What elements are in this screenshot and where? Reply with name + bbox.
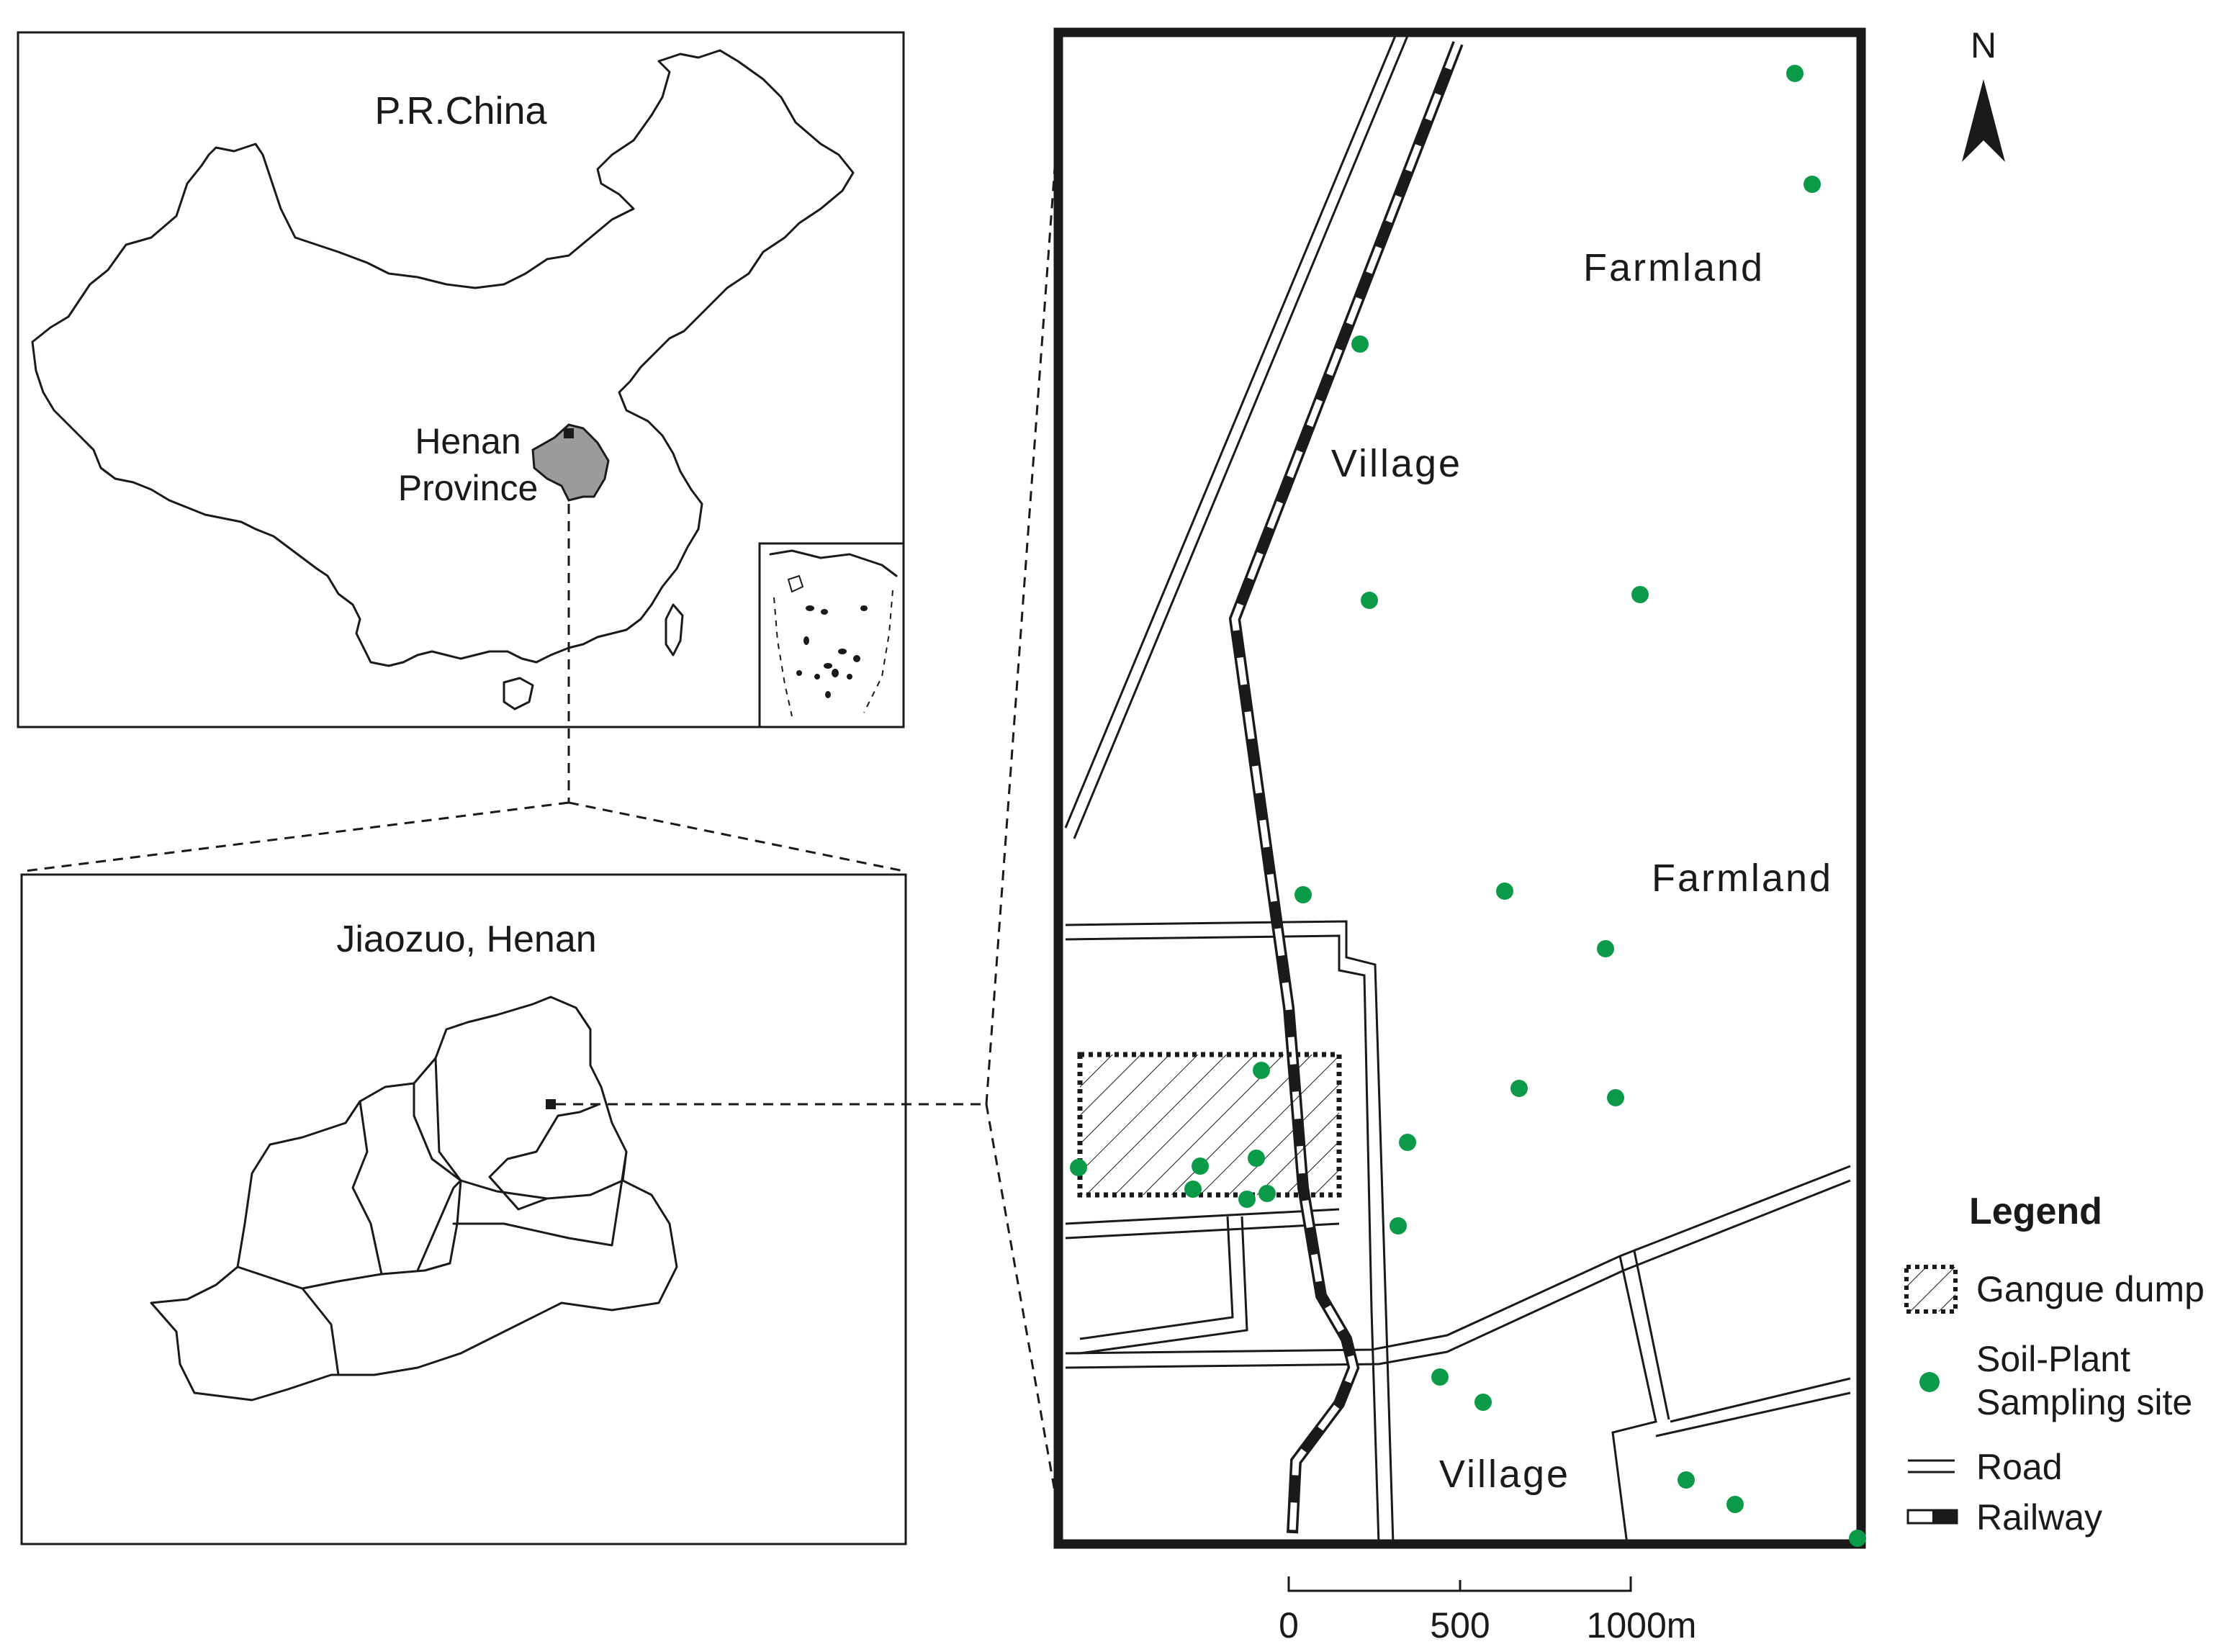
legend-railway-label: Railway — [1976, 1497, 2102, 1538]
sampling-site-dot — [1431, 1368, 1449, 1386]
jiaozuo-map-title: Jiaozuo, Henan — [336, 918, 596, 960]
jiaozuo-map-frame — [20, 873, 907, 1545]
sampling-site-dot-icon — [1919, 1372, 1940, 1392]
study-area-marker — [546, 1099, 556, 1109]
china-overview-map: P.R.China Henan Province — [17, 31, 905, 728]
sampling-site-dot — [1390, 1217, 1407, 1235]
sampling-site-dot — [1607, 1089, 1624, 1106]
legend-sampling-label-line1: Soil-Plant — [1976, 1339, 2130, 1379]
china-map-frame — [17, 31, 905, 728]
inset-frame — [758, 542, 905, 728]
study-area-frame — [1053, 27, 1866, 1549]
farmland-north-label: Farmland — [1583, 246, 1765, 289]
sampling-site-dot — [1238, 1191, 1256, 1208]
china-map-title: P.R.China — [374, 89, 547, 132]
gangue-dump-swatch-icon — [1904, 1265, 1958, 1314]
scale-tick-0: 0 — [1279, 1605, 1299, 1646]
china-to-jiaozuo-connector — [24, 504, 904, 872]
sampling-site-dot — [1070, 1159, 1087, 1176]
sampling-site-dot — [1597, 940, 1614, 957]
railway-line — [1228, 41, 1464, 1534]
henan-label-line2: Province — [398, 468, 539, 508]
sampling-site-dot — [1474, 1394, 1492, 1411]
sampling-site-dot — [1726, 1496, 1744, 1513]
village-north-label: Village — [1331, 442, 1462, 485]
scale-bar: 0 500 1000m — [1279, 1576, 1696, 1646]
henan-province-shape — [531, 423, 610, 502]
village-south-label: Village — [1439, 1453, 1570, 1496]
legend-title: Legend — [1969, 1191, 2102, 1232]
sampling-site-dot — [1510, 1080, 1528, 1097]
scale-tick-1000: 1000m — [1587, 1605, 1697, 1646]
sampling-site-dot — [1253, 1062, 1270, 1079]
hainan-island — [503, 677, 534, 710]
inset-boundary-west — [773, 597, 793, 717]
county-boundaries — [236, 1057, 628, 1376]
road-network — [1064, 32, 1851, 1545]
sampling-site-dot — [1258, 1185, 1276, 1202]
sampling-sites — [1070, 65, 1866, 1547]
north-label: N — [1971, 25, 1996, 66]
jiaozuo-outline — [150, 996, 678, 1402]
sampling-site-dot — [1351, 335, 1369, 353]
railway-symbol-icon — [1906, 1509, 1958, 1525]
sampling-site-dot — [1849, 1530, 1866, 1547]
sampling-site-dot — [1184, 1181, 1202, 1198]
inset-islands — [796, 605, 868, 698]
taiwan-island — [665, 603, 684, 656]
inset-hainan — [787, 574, 804, 593]
inset-boundary-east — [863, 590, 893, 713]
legend-gangue-label: Gangue dump — [1976, 1269, 2205, 1309]
sampling-site-dot — [1248, 1150, 1265, 1167]
farmland-east-label: Farmland — [1652, 857, 1833, 900]
sampling-site-dot — [1399, 1134, 1416, 1151]
gangue-dump-area — [1077, 1052, 1342, 1198]
henan-label-line1: Henan — [415, 421, 521, 461]
legend-road-label: Road — [1976, 1447, 2063, 1487]
sampling-site-dot — [1192, 1157, 1209, 1175]
sampling-site-dot — [1361, 592, 1378, 609]
north-arrow-icon — [1962, 79, 2005, 162]
sampling-site-dot — [1496, 883, 1513, 900]
scale-tick-500: 500 — [1430, 1605, 1490, 1646]
study-area-map: Farmland Village Farmland Village — [1053, 27, 1866, 1549]
sampling-site-dot — [1678, 1471, 1695, 1489]
china-outline — [31, 49, 855, 667]
jiaozuo-location-marker — [564, 428, 574, 438]
sampling-site-dot — [1631, 586, 1649, 603]
sampling-site-dot — [1804, 176, 1821, 193]
road-symbol-icon — [1908, 1459, 1955, 1473]
north-arrow: N — [1962, 25, 2005, 162]
jiaozuo-map: Jiaozuo, Henan — [20, 873, 907, 1545]
jiaozuo-to-study-connector — [556, 118, 1060, 1512]
legend: Legend Gangue dump Soil-Plant Sampling s… — [1904, 1191, 2205, 1538]
south-china-sea-inset — [758, 542, 905, 728]
sampling-site-dot — [1294, 886, 1312, 903]
legend-sampling-label-line2: Sampling site — [1976, 1382, 2192, 1422]
sampling-site-dot — [1786, 65, 1804, 82]
inset-coastline — [769, 549, 898, 577]
